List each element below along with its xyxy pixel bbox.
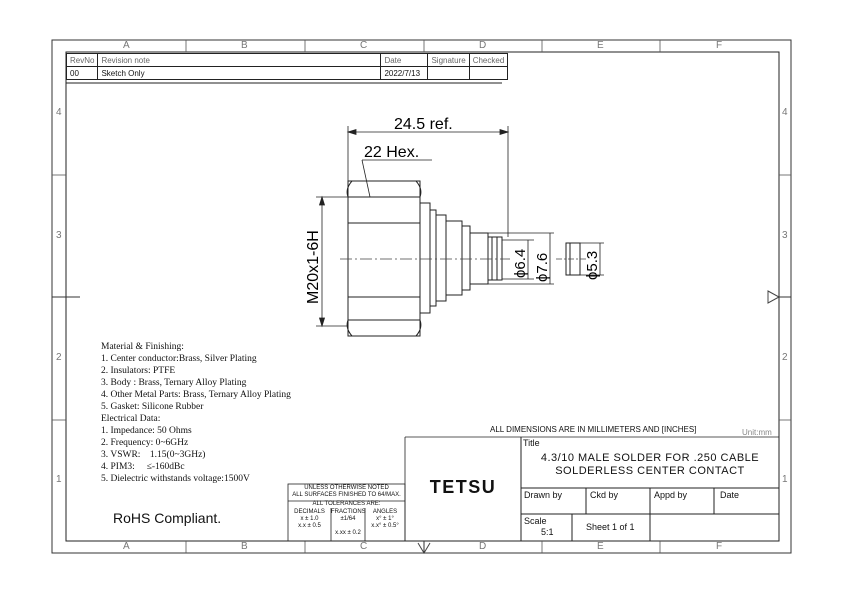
dim-length: 24.5 ref. bbox=[394, 116, 453, 133]
zone-top-a: A bbox=[123, 40, 130, 51]
zone-top-e: E bbox=[597, 40, 604, 51]
notes-elec-1: 1. Impedance: 50 Ohms bbox=[101, 426, 192, 436]
zone-bottom-d: D bbox=[479, 541, 487, 552]
notes-material-1: 1. Center conductor:Brass, Silver Platin… bbox=[101, 354, 257, 364]
tol-decimal-3: x.xx ± 0.2 bbox=[335, 530, 361, 536]
dim-d1: ϕ6.4 bbox=[512, 249, 529, 278]
title-line2: SOLDERLESS CENTER CONTACT bbox=[555, 465, 745, 477]
tol-header-decimals: DECIMALS bbox=[294, 509, 325, 515]
zone-left-3: 3 bbox=[56, 230, 62, 241]
tol-decimal-2: x.x ± 0.5 bbox=[298, 523, 321, 529]
notes-elec-heading: Electrical Data: bbox=[101, 414, 161, 424]
zone-right-3: 3 bbox=[782, 230, 788, 241]
sheet-label: Sheet 1 of 1 bbox=[586, 522, 635, 532]
ckd-by-label: Ckd by bbox=[590, 490, 619, 500]
tol-line1: UNLESS OTHERWISE NOTED bbox=[304, 485, 389, 491]
tol-fractions: FRACTIONS ±1/64 x.xx ± 0.2 bbox=[331, 509, 366, 537]
notes-heading: Material & Finishing: bbox=[101, 342, 184, 352]
tol-header-fractions: FRACTIONS bbox=[331, 509, 366, 515]
zone-top-d: D bbox=[479, 40, 487, 51]
rev-cell-note: Sketch Only bbox=[97, 66, 382, 80]
notes-elec-5: 5. Dielectric withstands voltage:1500V bbox=[101, 474, 250, 484]
dim-hex: 22 Hex. bbox=[364, 144, 419, 161]
scale-value: 5:1 bbox=[541, 527, 554, 537]
zone-bottom-e: E bbox=[597, 541, 604, 552]
date-label: Date bbox=[720, 490, 740, 500]
zone-top-f: F bbox=[716, 40, 723, 51]
notes-block: Material & Finishing: 1. Center conducto… bbox=[101, 341, 291, 485]
rohs-label: RoHS Compliant. bbox=[113, 510, 222, 526]
tol-angle-1: x° ± 1° bbox=[376, 516, 394, 522]
dim-d3: ϕ5.3 bbox=[584, 251, 601, 280]
unit-label: Unit:mm bbox=[742, 428, 772, 437]
notes-material-5: 5. Gasket: Silicone Rubber bbox=[101, 402, 204, 412]
rev-cell-revno: 00 bbox=[65, 66, 99, 80]
zone-left-1: 1 bbox=[56, 474, 62, 485]
tol-line3: ALL TOLERANCES ARE: bbox=[312, 501, 381, 507]
tol-line2: ALL SURFACES FINISHED TO 64/MAX. bbox=[292, 492, 401, 498]
tol-fraction-1: ±1/64 bbox=[340, 516, 356, 522]
revision-table: RevNo Revision note Date Signature Check… bbox=[65, 53, 509, 80]
zone-right-2: 2 bbox=[782, 352, 788, 363]
rev-cell-checked bbox=[468, 66, 509, 80]
all-dims-note: ALL DIMENSIONS ARE IN MILLIMETERS AND [I… bbox=[490, 425, 697, 434]
appd-by-label: Appd by bbox=[654, 490, 688, 500]
zone-bottom-a: A bbox=[123, 541, 130, 552]
dim-d2: ϕ7.6 bbox=[534, 253, 551, 282]
notes-material-4: 4. Other Metal Parts: Brass, Ternary All… bbox=[101, 390, 291, 400]
tol-header-angles: ANGLES bbox=[372, 509, 398, 515]
company-logo: TETSU bbox=[429, 477, 497, 497]
zone-right-4: 4 bbox=[782, 107, 788, 118]
tolerance-block: UNLESS OTHERWISE NOTED ALL SURFACES FINI… bbox=[288, 485, 405, 508]
scale-label: Scale bbox=[524, 516, 547, 526]
zone-top-b: B bbox=[241, 40, 248, 51]
notes-elec-2: 2. Frequency: 0~6GHz bbox=[101, 438, 189, 448]
notes-elec-3: 3. VSWR: 1.15(0~3GHz) bbox=[101, 450, 206, 460]
zone-right-1: 1 bbox=[782, 474, 788, 485]
notes-elec-4: 4. PIM3: ≤-160dBc bbox=[101, 462, 185, 472]
zone-bottom-c: C bbox=[360, 541, 368, 552]
zone-bottom-b: B bbox=[241, 541, 248, 552]
tol-angles: ANGLES x° ± 1° x.x° ± 0.5° bbox=[365, 509, 405, 530]
notes-material-2: 2. Insulators: PTFE bbox=[101, 366, 176, 376]
tol-angle-2: x.x° ± 0.5° bbox=[371, 523, 399, 529]
zone-left-4: 4 bbox=[56, 107, 62, 118]
title-label: Title bbox=[523, 438, 540, 448]
zone-top-c: C bbox=[360, 40, 368, 51]
drawing-title: 4.3/10 MALE SOLDER FOR .250 CABLE SOLDER… bbox=[521, 452, 779, 478]
tol-decimals: DECIMALS x ± 1.0 x.x ± 0.5 bbox=[288, 509, 331, 530]
dim-thread: M20x1-6H bbox=[305, 230, 322, 304]
drawn-by-label: Drawn by bbox=[524, 490, 563, 500]
notes-material-3: 3. Body : Brass, Ternary Alloy Plating bbox=[101, 378, 247, 388]
title-line1: 4.3/10 MALE SOLDER FOR .250 CABLE bbox=[540, 452, 760, 464]
zone-bottom-f: F bbox=[716, 541, 723, 552]
tol-decimal-1: x ± 1.0 bbox=[300, 516, 319, 522]
zone-left-2: 2 bbox=[56, 352, 62, 363]
rev-cell-signature bbox=[427, 66, 470, 80]
